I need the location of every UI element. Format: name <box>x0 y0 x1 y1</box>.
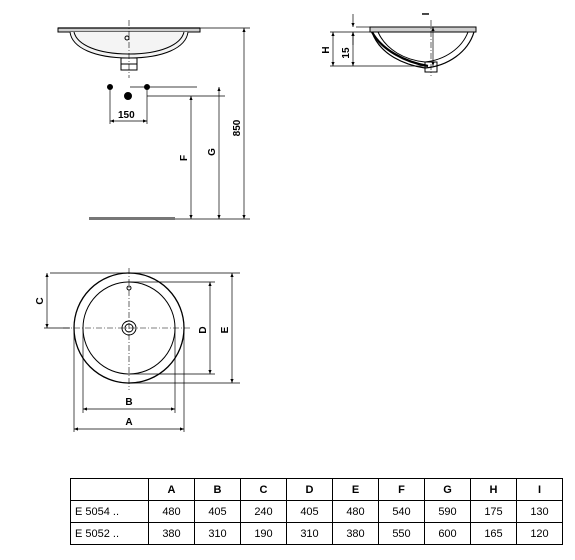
dim-15-label: 15 <box>341 47 352 59</box>
side-section-view <box>330 14 477 76</box>
table-cell: 380 <box>332 522 379 545</box>
column-header: C <box>240 478 287 501</box>
model-cell: E 5054 .. <box>70 500 149 523</box>
table-cell: 550 <box>378 522 425 545</box>
table-corner-cell <box>70 478 149 501</box>
column-header: E <box>332 478 379 501</box>
table-cell: 600 <box>424 522 471 545</box>
dim-H-label: H <box>321 46 332 53</box>
table-cell: 240 <box>240 500 287 523</box>
dim-G-label: G <box>207 148 218 156</box>
dim-E-label: E <box>220 326 231 333</box>
plan-view <box>44 268 240 432</box>
table-cell: 130 <box>516 500 563 523</box>
column-header: G <box>424 478 471 501</box>
dim-850-label: 850 <box>232 119 243 136</box>
column-header: H <box>470 478 517 501</box>
table-cell: 590 <box>424 500 471 523</box>
dim-A-label: A <box>125 417 132 428</box>
dim-I-label: I <box>421 12 432 15</box>
table-cell: 405 <box>194 500 241 523</box>
dim-150-label: 150 <box>118 110 135 121</box>
column-header: B <box>194 478 241 501</box>
table-cell: 380 <box>148 522 195 545</box>
dim-B-label: B <box>125 397 132 408</box>
table-cell: 540 <box>378 500 425 523</box>
dim-C-label: C <box>35 297 46 304</box>
table-row: E 5054 .. 480 405 240 405 480 540 590 17… <box>70 500 563 523</box>
table-cell: 120 <box>516 522 563 545</box>
dim-F-label: F <box>179 155 190 161</box>
fixing-point-left <box>107 84 113 90</box>
dim-D-label: D <box>198 326 209 333</box>
column-header: I <box>516 478 563 501</box>
table-cell: 175 <box>470 500 517 523</box>
countertop-section <box>369 26 477 33</box>
table-cell: 310 <box>286 522 333 545</box>
fixing-point-center <box>124 92 132 100</box>
table-row: E 5052 .. 380 310 190 310 380 550 600 16… <box>70 522 563 545</box>
table-cell: 310 <box>194 522 241 545</box>
model-cell: E 5052 .. <box>70 522 149 545</box>
table-header-row: A B C D E F G H I <box>70 478 563 501</box>
table-cell: 165 <box>470 522 517 545</box>
table-cell: 190 <box>240 522 287 545</box>
column-header: F <box>378 478 425 501</box>
floor-line <box>89 217 175 220</box>
table-cell: 405 <box>286 500 333 523</box>
front-elevation-view <box>57 20 250 220</box>
column-header: D <box>286 478 333 501</box>
table-cell: 480 <box>332 500 379 523</box>
table-cell: 480 <box>148 500 195 523</box>
column-header: A <box>148 478 195 501</box>
dimensions-table: A B C D E F G H I E 5054 .. 480 405 240 … <box>70 478 563 545</box>
